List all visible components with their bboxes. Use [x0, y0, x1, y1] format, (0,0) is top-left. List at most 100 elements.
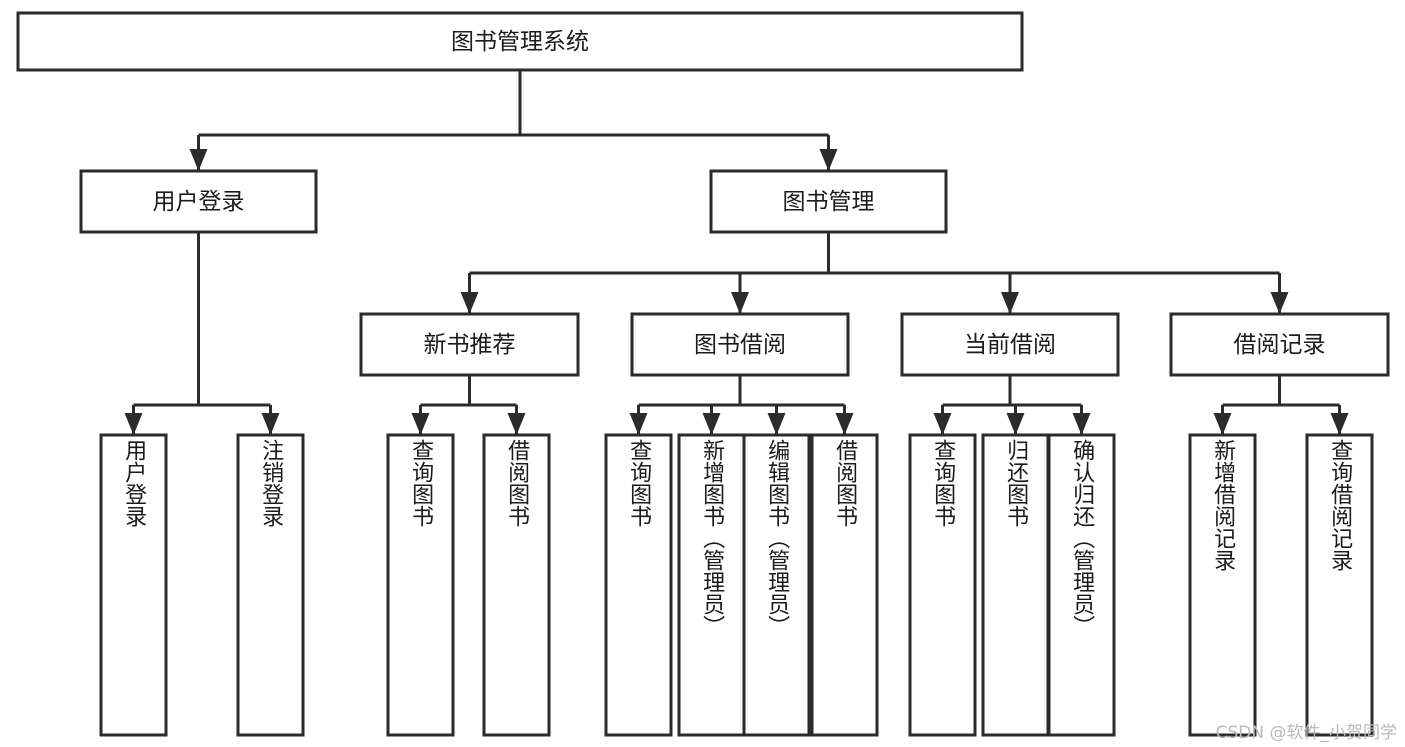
node-label: 确认归还（管理员）: [1050, 439, 1113, 731]
node-rect: [900, 312, 1120, 377]
arrow-head-icon: [1270, 292, 1289, 314]
node-rect: [482, 433, 551, 737]
node-leaf-10[interactable]: 确认归还（管理员）: [1047, 433, 1116, 737]
arrow-head-icon: [1001, 292, 1019, 314]
node-label: 用户登录: [153, 189, 245, 215]
node-label: 查询图书: [389, 439, 452, 731]
node-label-text: 新增图书（管理员）: [699, 439, 725, 637]
arrow-head-icon: [1213, 413, 1232, 435]
node-rect: [810, 433, 879, 737]
node-label: 新书推荐: [424, 332, 516, 358]
node-rect: [677, 433, 746, 737]
node-label: 新增图书（管理员）: [680, 439, 743, 731]
node-label-wrapper: 编辑图书（管理员）: [745, 439, 808, 731]
arrow-head-icon: [507, 413, 526, 435]
node-rect: [1305, 433, 1374, 737]
arrow-head-icon: [702, 413, 721, 435]
node-label-text: 归还图书: [1003, 439, 1029, 527]
arrow-head-icon: [411, 413, 430, 435]
node-rect: [236, 433, 305, 737]
node-label: 注销登录: [239, 439, 302, 731]
node-label-text: 注销登录: [258, 439, 284, 527]
arrow-head-icon: [835, 413, 854, 435]
node-label: 查询图书: [607, 439, 670, 731]
node-level3-3[interactable]: 借阅记录: [1169, 312, 1390, 377]
node-level2-1[interactable]: 图书管理: [709, 169, 948, 234]
arrow-head-icon: [1330, 413, 1349, 435]
node-label: 查询借阅记录: [1308, 439, 1371, 731]
node-leaf-5[interactable]: 新增图书（管理员）: [677, 433, 746, 737]
node-label: 借阅记录: [1234, 332, 1326, 358]
node-rect: [99, 433, 168, 737]
arrow-head-icon: [629, 413, 648, 435]
node-label-text: 查询图书: [408, 439, 434, 527]
node-label-text: 编辑图书（管理员）: [764, 439, 790, 637]
node-label: 图书管理系统: [451, 29, 589, 55]
node-label: 图书管理: [783, 189, 875, 215]
arrow-head-icon: [460, 292, 479, 314]
nodes-layer: 图书管理系统用户登录图书管理新书推荐图书借阅当前借阅借阅记录用户登录注销登录查询…: [16, 11, 1390, 737]
node-label-wrapper: 借阅图书: [485, 439, 548, 731]
node-label: 用户登录: [102, 439, 165, 731]
arrow-head-icon: [1006, 413, 1025, 435]
node-label-text: 查询图书: [626, 439, 652, 527]
node-rect: [79, 169, 318, 234]
node-label: 编辑图书（管理员）: [745, 439, 808, 731]
node-label-text: 查询图书: [930, 439, 956, 527]
arrow-head-icon: [261, 413, 280, 435]
node-label: 图书借阅: [694, 332, 786, 358]
node-rect: [1188, 433, 1257, 737]
node-leaf-6[interactable]: 编辑图书（管理员）: [742, 433, 811, 737]
node-label: 借阅图书: [485, 439, 548, 731]
node-rect: [359, 312, 580, 377]
node-leaf-1[interactable]: 注销登录: [236, 433, 305, 737]
node-rect: [604, 433, 673, 737]
node-level2-0[interactable]: 用户登录: [79, 169, 318, 234]
node-leaf-8[interactable]: 查询图书: [908, 433, 977, 737]
node-leaf-7[interactable]: 借阅图书: [810, 433, 879, 737]
node-label: 新增借阅记录: [1191, 439, 1254, 731]
node-label-text: 用户登录: [121, 439, 147, 527]
node-leaf-2[interactable]: 查询图书: [386, 433, 455, 737]
node-rect: [742, 433, 811, 737]
arrow-head-icon: [933, 413, 952, 435]
node-rect: [709, 169, 948, 234]
arrow-head-icon: [124, 413, 143, 435]
node-leaf-4[interactable]: 查询图书: [604, 433, 673, 737]
node-leaf-11[interactable]: 新增借阅记录: [1188, 433, 1257, 737]
connectors-layer: [124, 70, 1349, 435]
node-label-text: 查询借阅记录: [1327, 439, 1353, 571]
node-label: 查询图书: [911, 439, 974, 731]
node-rect: [908, 433, 977, 737]
arrow-head-icon: [819, 149, 838, 171]
node-leaf-0[interactable]: 用户登录: [99, 433, 168, 737]
node-label-wrapper: 新增图书（管理员）: [680, 439, 743, 731]
node-level3-0[interactable]: 新书推荐: [359, 312, 580, 377]
node-rect: [1169, 312, 1390, 377]
node-label-wrapper: 归还图书: [984, 439, 1047, 731]
watermark-text: CSDN @软件_小贺同学: [1215, 723, 1397, 743]
node-label-wrapper: 查询借阅记录: [1308, 439, 1371, 731]
node-label-text: 确认归还（管理员）: [1069, 439, 1095, 637]
node-leaf-9[interactable]: 归还图书: [981, 433, 1050, 737]
node-leaf-12[interactable]: 查询借阅记录: [1305, 433, 1374, 737]
node-root[interactable]: 图书管理系统: [16, 11, 1024, 72]
node-leaf-3[interactable]: 借阅图书: [482, 433, 551, 737]
node-label-wrapper: 查询图书: [911, 439, 974, 731]
node-label: 归还图书: [984, 439, 1047, 731]
node-label-text: 借阅图书: [504, 439, 530, 527]
arrow-head-icon: [767, 413, 786, 435]
node-level3-2[interactable]: 当前借阅: [900, 312, 1120, 377]
node-label-text: 新增借阅记录: [1210, 439, 1236, 571]
node-rect: [16, 11, 1024, 72]
node-label-text: 借阅图书: [832, 439, 858, 527]
node-label-wrapper: 用户登录: [102, 439, 165, 731]
node-level3-1[interactable]: 图书借阅: [630, 312, 850, 377]
arrow-head-icon: [189, 149, 208, 171]
node-label-wrapper: 确认归还（管理员）: [1050, 439, 1113, 731]
node-rect: [630, 312, 850, 377]
node-label-wrapper: 注销登录: [239, 439, 302, 731]
node-rect: [981, 433, 1050, 737]
